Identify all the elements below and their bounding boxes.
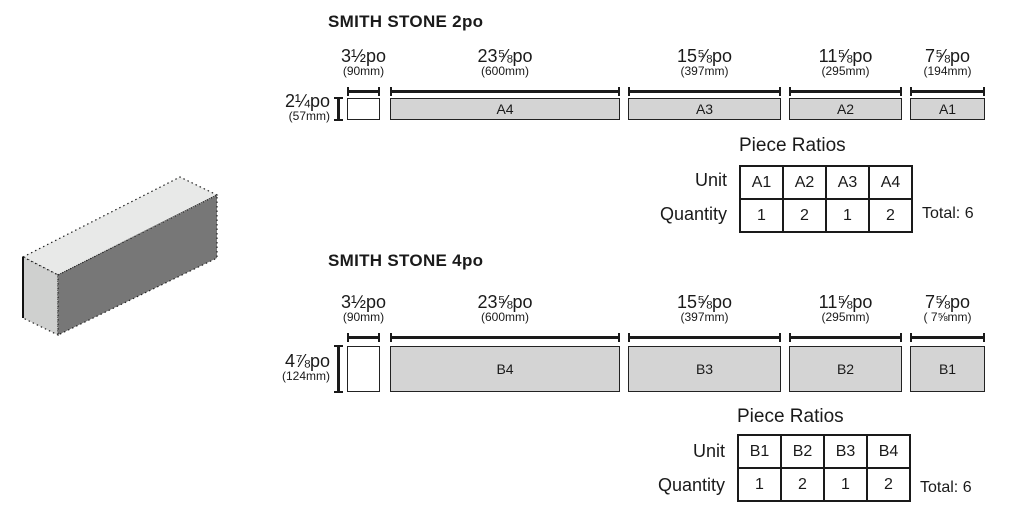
piece-a2: A2 [789, 98, 902, 120]
height-bracket [334, 345, 343, 393]
height-mm: (124mm) [281, 369, 330, 383]
dimension-inches: 11⅝po [818, 46, 873, 66]
dimension-label: 3½po(90mm) [332, 47, 395, 77]
table-cell: 1 [823, 467, 868, 502]
dimension-label: 7⅝po(194mm) [895, 47, 1000, 77]
dimension-mm: (295mm) [821, 64, 870, 78]
dimension-inches: 11⅝po [818, 292, 873, 312]
table-cell: B1 [737, 434, 782, 469]
table-cell: 1 [737, 467, 782, 502]
piece-b4: B4 [390, 346, 620, 392]
dimension-label: 15⅝po(397mm) [613, 47, 796, 77]
piece-ratios-title: Piece Ratios [739, 135, 846, 156]
dimension-inches: 7⅝po [924, 46, 971, 66]
dimension-mm: ( 7⅝mm) [923, 310, 972, 324]
height-label: 2¼po(57mm) [268, 92, 330, 122]
piece-b3: B3 [628, 346, 781, 392]
table-cell: 2 [868, 198, 913, 233]
dimension-label: 23⅝po(600mm) [375, 293, 635, 323]
table-cell: A2 [782, 165, 827, 200]
dimension-line [347, 333, 380, 342]
table-cell: 2 [866, 467, 911, 502]
dimension-mm: (90mm) [342, 310, 385, 324]
table-cell: B4 [866, 434, 911, 469]
height-inches: 2¼po [284, 91, 330, 111]
dimension-mm: (397mm) [680, 310, 729, 324]
height-inches: 4⅞po [284, 351, 330, 371]
dimension-label: 23⅝po(600mm) [375, 47, 635, 77]
end-piece [347, 346, 380, 392]
total-label: Total: 6 [922, 205, 974, 222]
dimension-mm: (194mm) [923, 64, 972, 78]
dimension-label: 7⅝po( 7⅝mm) [895, 293, 1000, 323]
dimension-label: 11⅝po(295mm) [774, 47, 917, 77]
quantity-label: Quantity [657, 475, 725, 495]
table-cell: A3 [825, 165, 870, 200]
height-bracket [334, 97, 343, 121]
end-piece [347, 98, 380, 120]
dimension-inches: 23⅝po [477, 46, 533, 66]
dimension-mm: (295mm) [821, 310, 870, 324]
dimension-line [789, 87, 902, 96]
dimension-inches: 3½po [340, 46, 387, 66]
dimension-line [910, 333, 985, 342]
dimension-inches: 15⅝po [676, 46, 733, 66]
table-cell: B2 [780, 434, 825, 469]
dimension-inches: 3½po [340, 292, 387, 312]
piece-a3: A3 [628, 98, 781, 120]
dimension-line [910, 87, 985, 96]
dimension-line [628, 333, 781, 342]
dimension-line [390, 333, 620, 342]
unit-label: Unit [694, 170, 727, 190]
unit-label: Unit [692, 441, 725, 461]
total-label: Total: 6 [920, 479, 972, 496]
table-cell: 2 [780, 467, 825, 502]
dimension-line [347, 87, 380, 96]
dimension-line [628, 87, 781, 96]
piece-ratios-title: Piece Ratios [737, 406, 844, 427]
dimension-label: 3½po(90mm) [332, 293, 395, 323]
dimension-inches: 15⅝po [676, 292, 733, 312]
dimension-inches: 23⅝po [477, 292, 533, 312]
table-cell: B3 [823, 434, 868, 469]
dimension-label: 15⅝po(397mm) [613, 293, 796, 323]
dimension-mm: (397mm) [680, 64, 729, 78]
table-cell: 1 [739, 198, 784, 233]
height-label: 4⅞po(124mm) [268, 352, 330, 382]
piece-a4: A4 [390, 98, 620, 120]
dimension-line [789, 333, 902, 342]
table-cell: 1 [825, 198, 870, 233]
table-cell: A4 [868, 165, 913, 200]
dimension-line [390, 87, 620, 96]
piece-b2: B2 [789, 346, 902, 392]
table-cell: A1 [739, 165, 784, 200]
section-title: SMITH STONE 2po [328, 12, 484, 31]
piece-b1: B1 [910, 346, 985, 392]
quantity-label: Quantity [659, 204, 727, 224]
stone-block-illustration [21, 176, 219, 336]
dimension-label: 11⅝po(295mm) [774, 293, 917, 323]
dimension-inches: 7⅝po [924, 292, 971, 312]
section-title: SMITH STONE 4po [328, 251, 484, 270]
piece-a1: A1 [910, 98, 985, 120]
dimension-mm: (90mm) [342, 64, 385, 78]
table-cell: 2 [782, 198, 827, 233]
dimension-mm: (600mm) [480, 310, 529, 324]
dimension-mm: (600mm) [480, 64, 529, 78]
height-mm: (57mm) [288, 109, 330, 123]
